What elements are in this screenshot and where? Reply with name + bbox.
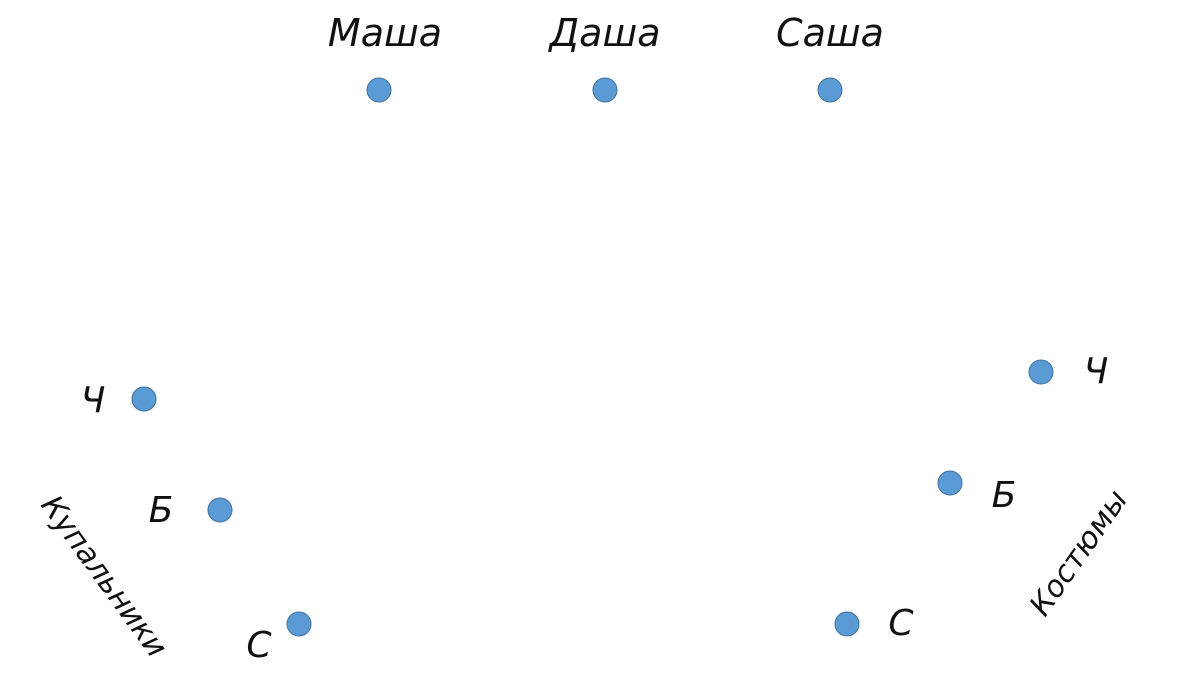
swimsuit-dot-blue [286, 611, 312, 637]
costume-node-white: Б [937, 470, 1017, 516]
girl-node-dasha: Даша [547, 11, 661, 103]
swimsuit-label-blue: С [246, 625, 272, 666]
costume-dot-black [1028, 359, 1054, 385]
swimsuit-label-black: Ч [81, 380, 106, 421]
girl-node-sasha: Саша [776, 11, 884, 103]
swimsuit-dot-black [131, 386, 157, 412]
girl-label-dasha: Даша [547, 11, 660, 55]
costume-dot-blue [834, 611, 860, 637]
swimsuit-node-blue: С [246, 611, 312, 666]
costume-dot-white [937, 470, 963, 496]
swimsuit-label-white: Б [149, 490, 174, 531]
girl-dot-dasha [592, 77, 618, 103]
girl-label-sasha: Саша [776, 11, 884, 55]
swimsuit-node-black: Ч [81, 380, 157, 421]
girl-dot-sasha [817, 77, 843, 103]
girl-label-masha: Маша [328, 11, 442, 55]
girl-node-masha: Маша [328, 11, 442, 103]
swimsuit-dot-white [207, 497, 233, 523]
costume-label-blue: С [888, 603, 914, 644]
girl-dot-masha [366, 77, 392, 103]
costume-node-black: Ч [1028, 351, 1109, 392]
costume-label-black: Ч [1084, 351, 1109, 392]
costume-label-white: Б [992, 475, 1017, 516]
swimsuit-node-white: Б [149, 490, 233, 531]
costume-node-blue: С [834, 603, 914, 644]
costumes-group-label: Костюмы [1023, 484, 1135, 623]
